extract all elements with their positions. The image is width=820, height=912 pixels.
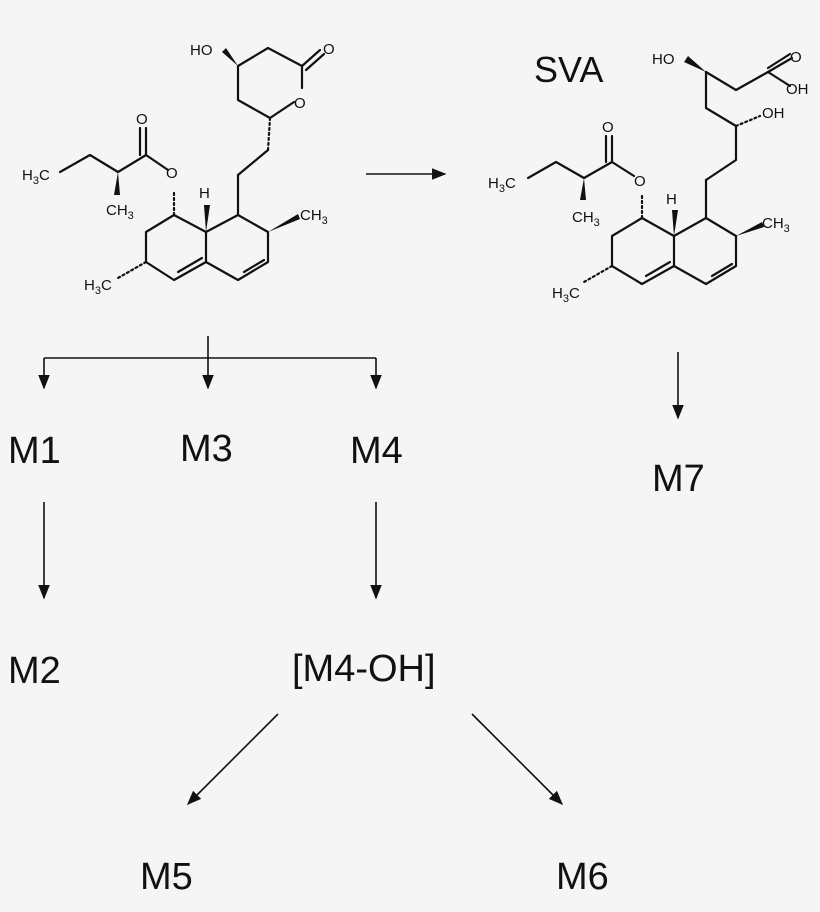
left-ring-ch3-label: CH3	[300, 207, 328, 227]
left-h-label: H	[199, 185, 210, 202]
lactone-ho-label: HO	[190, 42, 213, 59]
decalin-core	[116, 173, 300, 282]
ester-h3c-label: H3C	[22, 167, 50, 187]
lactone-ring-o-label: O	[294, 95, 306, 112]
acid-carbonyl-o-label: O	[790, 49, 802, 66]
right-h-label: H	[666, 191, 677, 208]
metabolite-m3: M3	[180, 428, 233, 470]
metabolite-m2: M2	[8, 650, 61, 692]
ester-carbonyl-o-label: O	[136, 111, 148, 128]
metabolite-m5: M5	[140, 856, 193, 898]
acid-ester-ch3-label: CH3	[572, 209, 600, 229]
lactone-ring	[222, 46, 326, 177]
metabolite-m4: M4	[350, 430, 403, 472]
left-ring-h3c-label: H3C	[84, 277, 112, 297]
ester-o-label: O	[166, 165, 178, 182]
acid-chain-oh-label: OH	[762, 105, 785, 122]
sva-label: SVA	[534, 49, 604, 90]
metabolite-m1: M1	[8, 430, 61, 472]
metabolite-m4-oh: [M4-OH]	[292, 648, 436, 690]
metabolite-m7: M7	[652, 458, 705, 500]
simvastatin-acid-structure	[526, 52, 794, 286]
lactone-carbonyl-o-label: O	[323, 41, 335, 58]
acid-oh-label: OH	[786, 81, 809, 98]
ester-ch3-label: CH3	[106, 202, 134, 222]
branch-connector	[44, 336, 376, 359]
acid-ester-h3c-label: H3C	[488, 175, 516, 195]
right-ring-ch3-label: CH3	[762, 215, 790, 235]
acid-ester-o-label: O	[634, 173, 646, 190]
arrow-m4oh-to-m6	[471, 713, 564, 806]
arrow-m4oh-to-m5	[186, 713, 279, 806]
acid-ho-label: HO	[652, 51, 675, 68]
right-ring-h3c-label: H3C	[552, 285, 580, 305]
acid-ester-carbonyl-o-label: O	[602, 119, 614, 136]
metabolite-m6: M6	[556, 856, 609, 898]
ester-side-chain	[58, 126, 170, 195]
